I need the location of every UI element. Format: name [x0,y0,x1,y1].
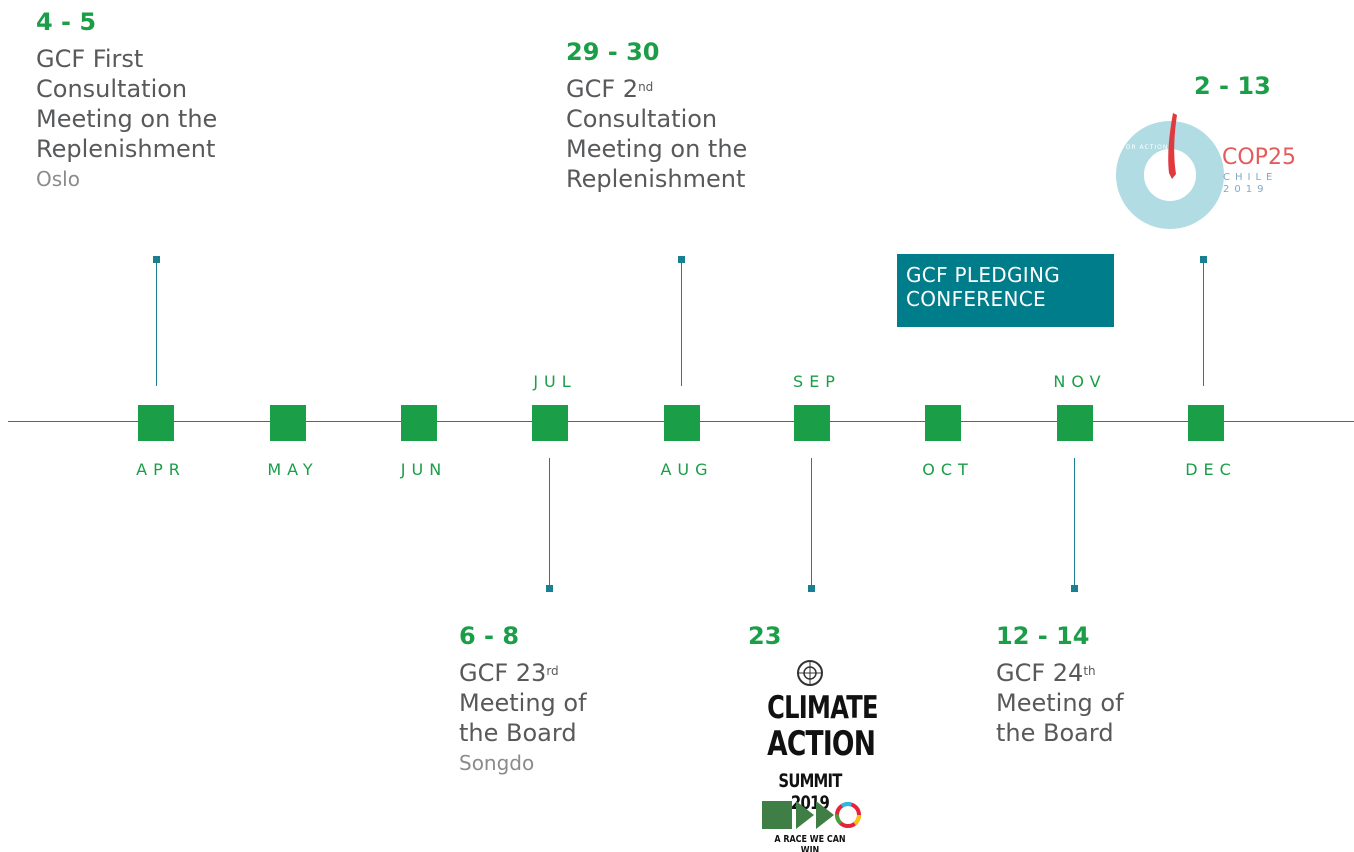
event-line-main: GCF 24 [996,659,1084,687]
event-text-jul: GCF 23rd Meeting of the Board Songdo [459,658,659,778]
pledging-conference-box: GCF PLEDGING CONFERENCE [897,254,1114,327]
cop25-country: CHILE [1223,172,1278,183]
cop25-tagline: TIME FOR ACTION [1100,144,1169,151]
marker-sep [794,405,830,441]
event-date-aug: 29 - 30 [566,38,660,66]
cop25-title: COP25 [1222,145,1296,170]
event-date-jul: 6 - 8 [459,622,520,650]
event-text-apr: GCF First Consultation Meeting on the Re… [36,44,296,194]
ordinal-suffix: rd [546,664,559,678]
month-label-jul: JUL [533,372,577,391]
cop25-subtitle: CHILE 2019 [1223,172,1277,196]
event-date-dec: 2 - 13 [1194,72,1271,100]
pledging-line-2: CONFERENCE [906,287,1046,311]
marker-apr [138,405,174,441]
connector-aug [681,262,682,386]
month-label-nov: NOV [1053,372,1107,391]
month-label-sep: SEP [793,372,841,391]
event-line: the Board [996,719,1114,747]
summit-word-climate: CLIMATE [767,690,878,726]
event-line: Replenishment [36,135,216,163]
marker-jul [532,405,568,441]
cop25-year: 2019 [1223,184,1269,195]
event-text-aug: GCF 2nd Consultation Meeting on the Repl… [566,74,826,194]
connector-nov [1074,458,1075,588]
event-line: Meeting on the [36,105,218,133]
ordinal-suffix: nd [638,80,654,94]
event-date-nov: 12 - 14 [996,622,1090,650]
connector-dot-nov [1071,585,1078,592]
connector-apr [156,262,157,386]
connector-sep [811,458,812,588]
event-line: Meeting of [996,689,1124,717]
event-place-jul: Songdo [459,751,535,775]
ordinal-suffix: th [1083,664,1096,678]
event-date-sep: 23 [748,622,782,650]
month-label-oct: OCT [922,460,974,479]
event-line: GCF 24th [996,658,1196,688]
cop25-ring-logo [1116,113,1224,229]
connector-dot-aug [678,256,685,263]
marker-dec [1188,405,1224,441]
event-line: GCF 23rd [459,658,659,688]
event-line: GCF First [36,45,144,73]
marker-nov [1057,405,1093,441]
event-line: Replenishment [566,165,746,193]
event-line-main: GCF 2 [566,75,639,103]
connector-dot-jul [546,585,553,592]
event-line: Meeting on the [566,135,748,163]
marker-oct [925,405,961,441]
month-label-jun: JUN [400,460,448,479]
marker-jun [401,405,437,441]
summit-word-action: ACTION [767,724,876,764]
marker-aug [664,405,700,441]
month-label-may: MAY [267,460,319,479]
month-label-aug: AUG [660,460,714,479]
summit-tagline: A RACE WE CAN WIN [774,834,846,852]
event-line: Meeting of [459,689,587,717]
event-line-main: GCF 23 [459,659,547,687]
summit-arrows-graphic [762,801,861,829]
un-emblem-icon [797,660,823,686]
event-line: Consultation [36,75,188,103]
event-date-apr: 4 - 5 [36,8,97,36]
event-line: GCF 2nd [566,74,826,104]
event-line: the Board [459,719,577,747]
event-line: Consultation [566,105,718,133]
marker-may [270,405,306,441]
event-place-apr: Oslo [36,167,80,191]
connector-dot-apr [153,256,160,263]
pledging-line-1: GCF PLEDGING [906,263,1061,287]
connector-dec [1203,262,1204,386]
month-label-dec: DEC [1185,460,1237,479]
connector-dot-sep [808,585,815,592]
month-label-apr: APR [136,460,186,479]
connector-dot-dec [1200,256,1207,263]
event-text-nov: GCF 24th Meeting of the Board [996,658,1196,748]
connector-jul [549,458,550,588]
